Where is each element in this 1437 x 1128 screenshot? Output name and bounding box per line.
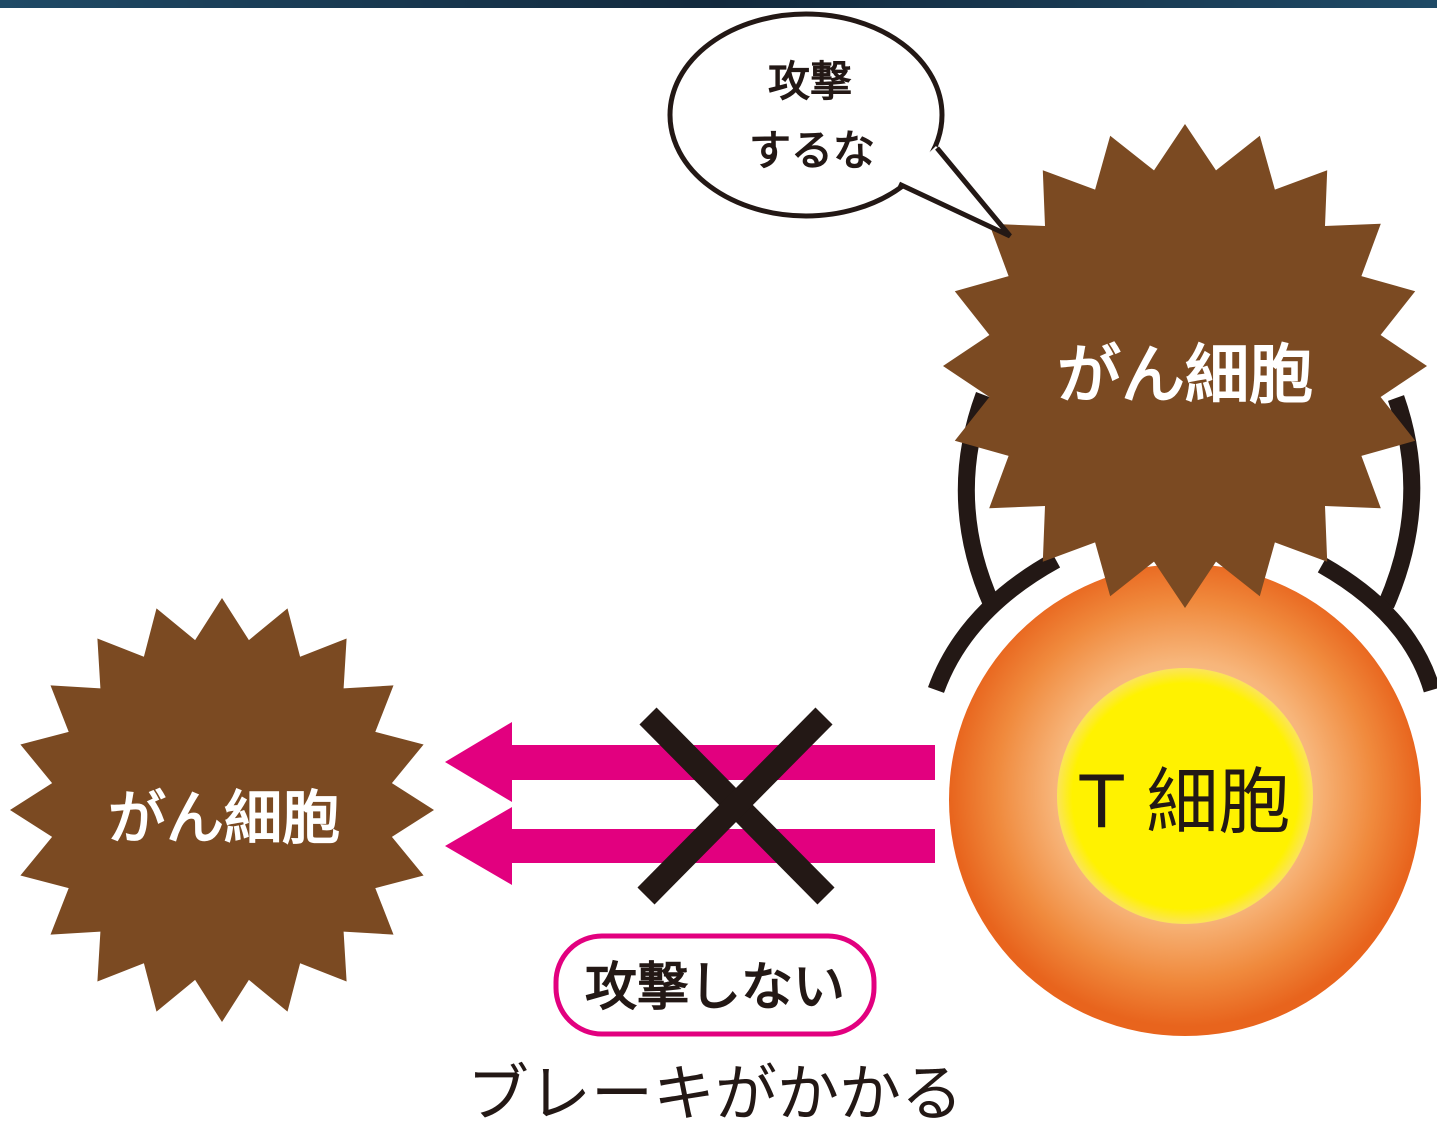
- cancer-cell-left: がん細胞: [10, 598, 434, 1022]
- t-cell-nucleus: [1057, 668, 1313, 924]
- speech-bubble-tail: [897, 146, 1012, 239]
- cross-line-2: [637, 707, 833, 905]
- receptor-left-stem: [928, 552, 1061, 693]
- speech-bubble-line2: するな: [749, 126, 875, 175]
- cancer-cell-right-label: がん細胞: [1057, 339, 1313, 413]
- speech-bubble-line1: 攻撃: [768, 57, 852, 106]
- no-attack-badge-frame: [553, 933, 877, 1037]
- speech-bubble-body: [667, 11, 945, 219]
- no-attack-badge-label: 攻撃しない: [585, 958, 845, 1018]
- cancer-cell-right-body: [943, 124, 1427, 608]
- caption: ブレーキがかかる: [467, 1057, 963, 1128]
- cancer-cell-left-label: がん細胞: [108, 784, 340, 852]
- receptors: [928, 392, 1437, 693]
- receptor-right-stem: [1317, 557, 1437, 693]
- t-cell-label: T 細胞: [1079, 760, 1291, 844]
- top-band: [0, 0, 1437, 8]
- t-cell: T 細胞: [949, 564, 1421, 1036]
- cross-mark: [637, 707, 835, 905]
- receptor-right-arc: [1378, 395, 1421, 609]
- speech-bubble: 攻撃 するな: [667, 11, 1012, 239]
- speech-bubble-tail-fill: [898, 146, 1010, 236]
- cancer-cell-left-body: [10, 598, 434, 1022]
- no-attack-badge: 攻撃しない: [553, 933, 877, 1037]
- cancer-cell-right: がん細胞: [943, 124, 1427, 608]
